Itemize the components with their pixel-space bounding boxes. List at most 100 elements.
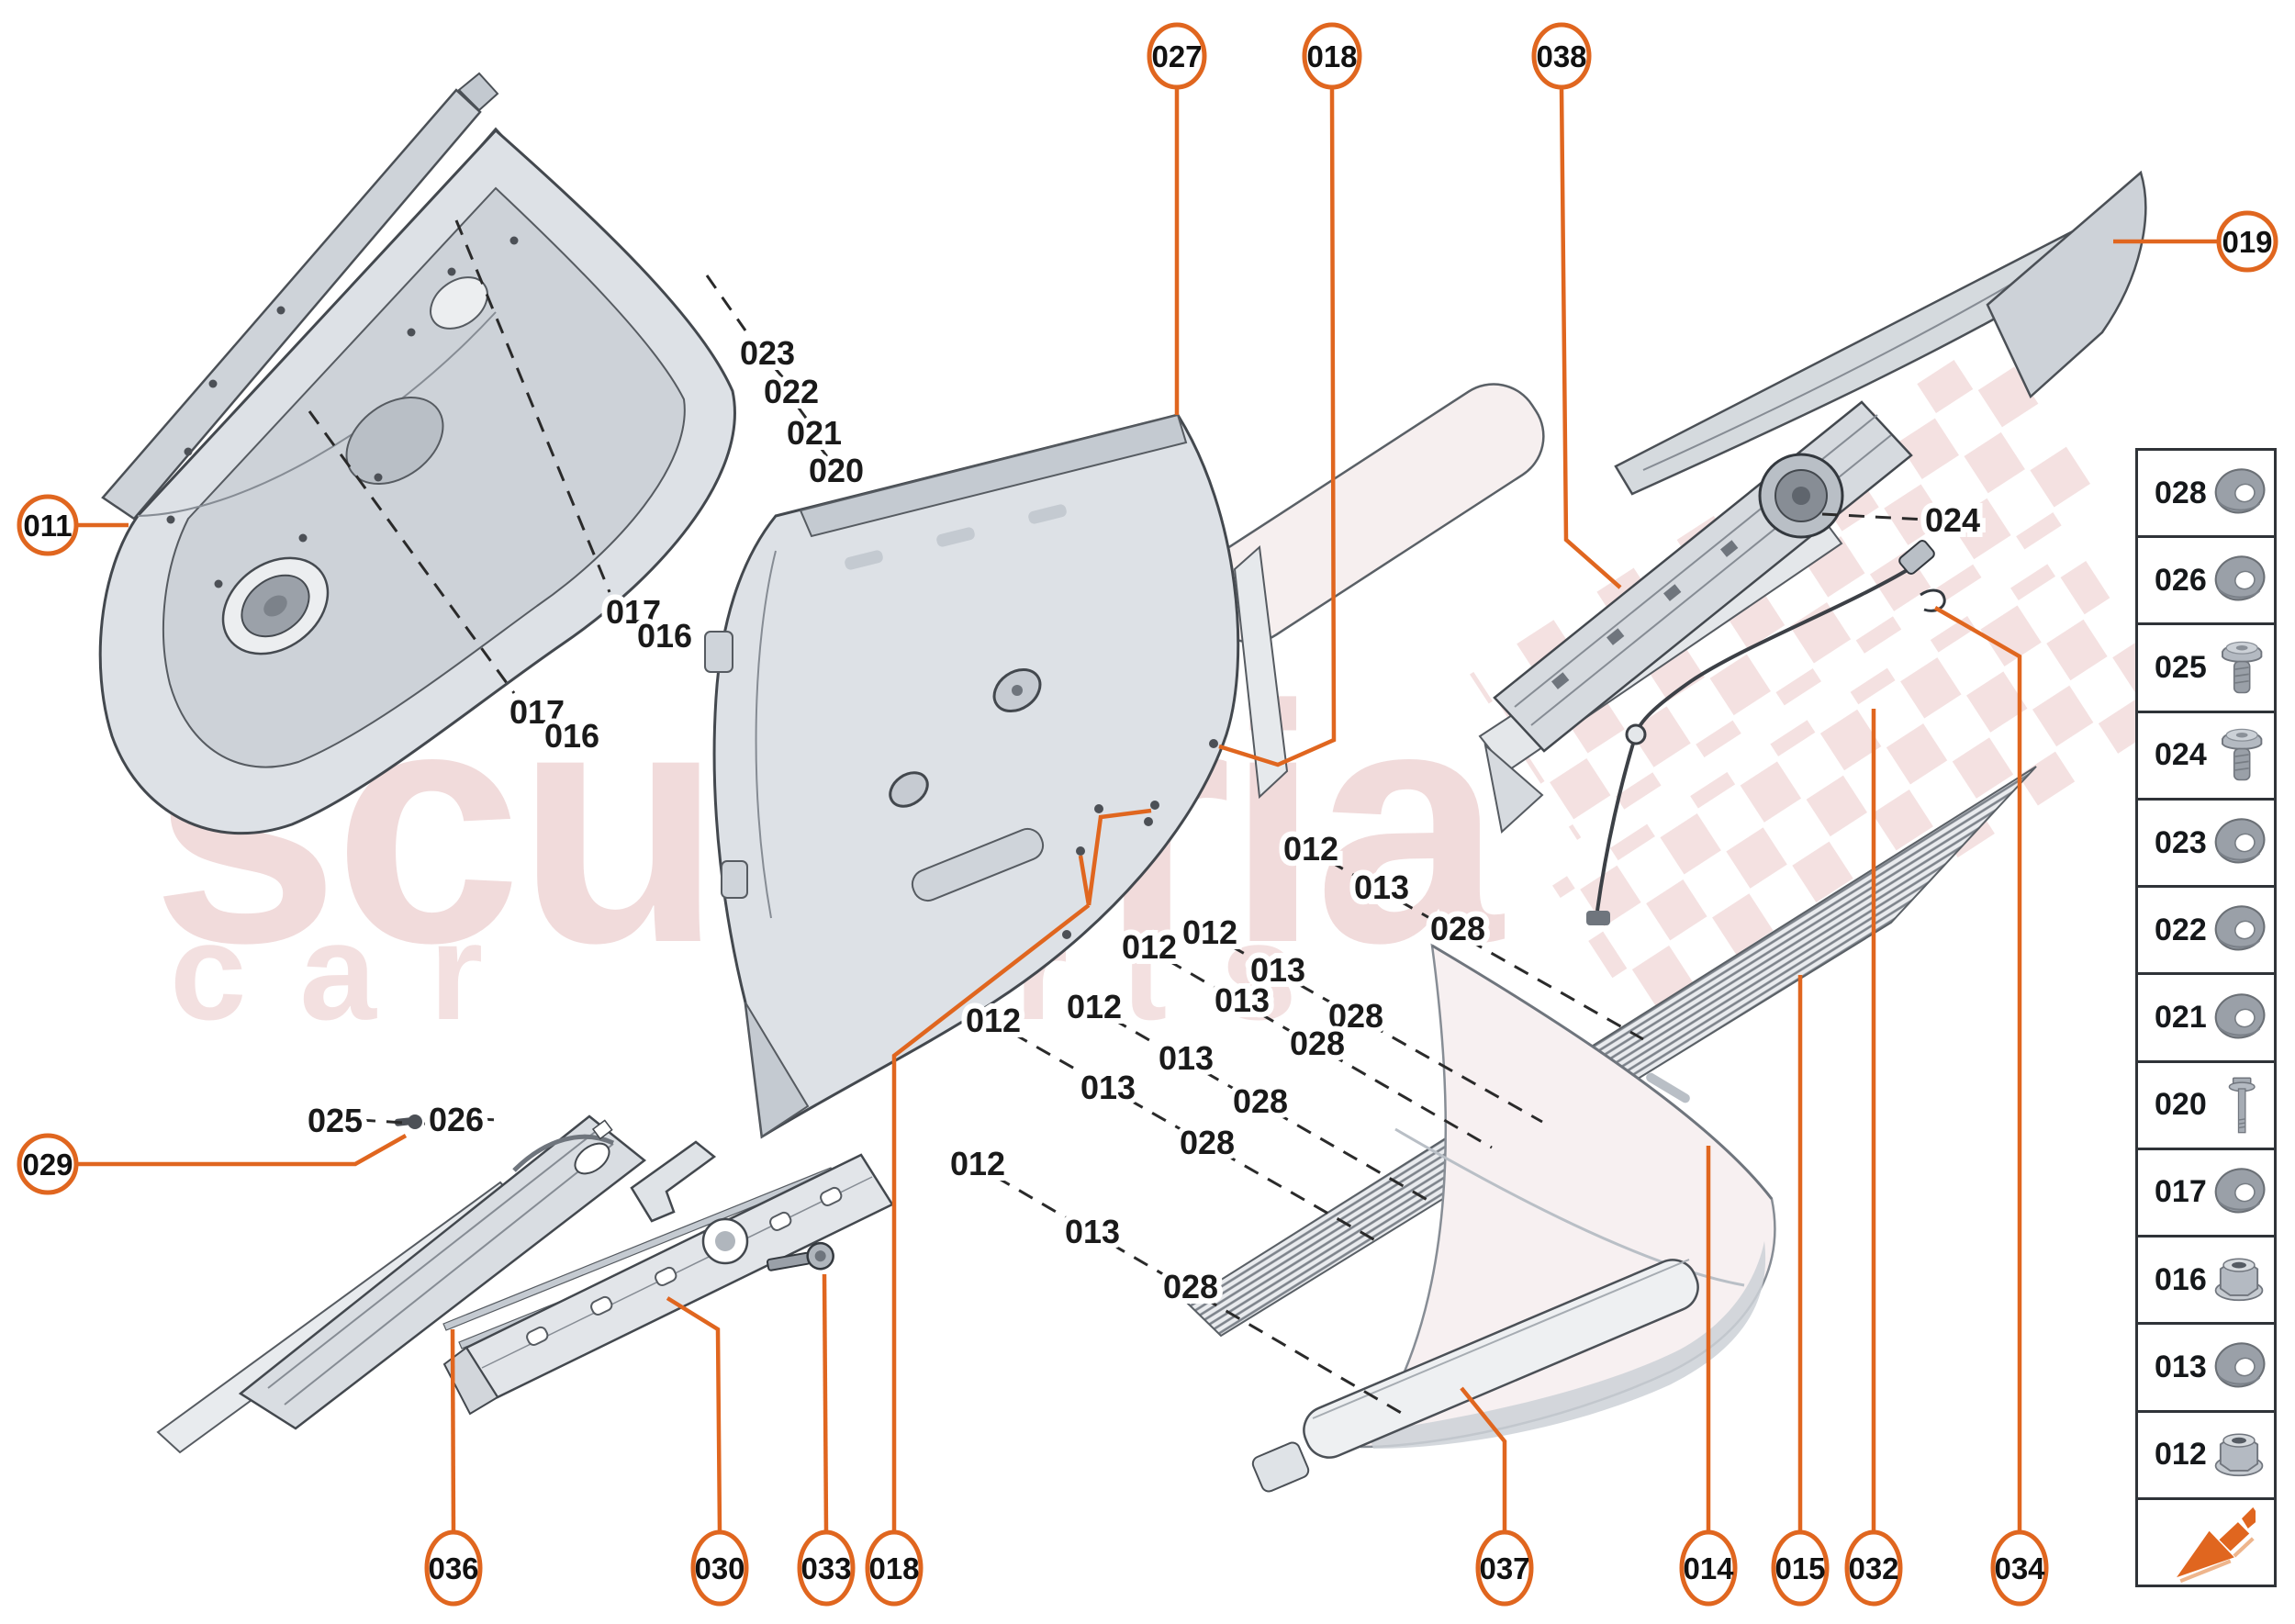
badge-leader-line — [822, 1273, 829, 1533]
part-badge[interactable]: 033 — [797, 1273, 856, 1607]
part-mounting-bracket[interactable] — [442, 1153, 894, 1416]
legend-row[interactable]: 021 — [2138, 975, 2274, 1063]
part-number-callout[interactable]: 013 — [1209, 976, 1275, 1025]
part-bolt[interactable] — [766, 1241, 835, 1278]
legend-row[interactable]: 020 — [2138, 1063, 2274, 1150]
part-number-callout[interactable]: 022 — [758, 367, 824, 416]
part-number-callout[interactable]: 023 — [734, 329, 800, 377]
badge-number: 038 — [1536, 39, 1586, 73]
part-number-callout[interactable]: 013 — [1075, 1063, 1141, 1112]
part-number-callout[interactable]: 013 — [1245, 946, 1311, 994]
part-hatched-trim-panel[interactable] — [1184, 766, 2037, 1338]
part-number-callout[interactable]: 017 — [600, 588, 666, 636]
part-number-callout[interactable]: 017 — [504, 688, 570, 736]
part-badge[interactable]: 038 — [1531, 22, 1622, 589]
legend-row[interactable]: 023 — [2138, 801, 2274, 889]
legend-row[interactable]: 024 — [2138, 713, 2274, 801]
part-number-callout[interactable]: 012 — [1116, 923, 1182, 971]
part-number-callout[interactable]: 028 — [1425, 904, 1491, 953]
part-badge[interactable]: 030 — [666, 1296, 749, 1607]
part-number-callout[interactable]: 021 — [781, 409, 847, 457]
dashed-leader-line — [1328, 859, 1644, 1041]
legend-part-number: 024 — [2155, 737, 2207, 773]
legend-row[interactable]: 025 — [2138, 625, 2274, 713]
part-badge[interactable]: 014 — [1679, 1146, 1738, 1607]
part-number-callout[interactable]: 028 — [1284, 1019, 1350, 1068]
badge-leader-line — [666, 1296, 722, 1533]
part-door-frame-speaker[interactable] — [1478, 400, 1946, 925]
legend-part-number: 022 — [2155, 912, 2207, 947]
part-number-callout[interactable]: 026 — [423, 1095, 489, 1144]
part-pillar-trim-cluster[interactable] — [156, 1114, 894, 1454]
part-number-callout[interactable]: 020 — [803, 446, 869, 495]
part-number-callout[interactable]: 028 — [1174, 1118, 1240, 1167]
part-badge[interactable]: 032 — [1844, 709, 1903, 1607]
part-number-callout[interactable]: 012 — [960, 996, 1026, 1045]
legend-row[interactable] — [2138, 1500, 2274, 1585]
badge-circle — [1844, 1529, 1903, 1607]
part-badge[interactable]: 036 — [424, 1328, 483, 1607]
part-badge[interactable]: 015 — [1771, 975, 1830, 1607]
fastener-legend: 028 — [2135, 448, 2277, 1587]
legend-row[interactable]: 028 — [2138, 451, 2274, 539]
part-badge[interactable]: 018 — [865, 903, 1091, 1607]
badge-circle — [1679, 1529, 1738, 1607]
door-fastener-dots — [166, 236, 519, 588]
legend-row[interactable]: 016 — [2138, 1238, 2274, 1326]
part-badge[interactable]: 011 — [17, 494, 129, 556]
badge-circle — [1147, 22, 1207, 90]
dashed-leader-line — [796, 406, 810, 421]
part-number-callout[interactable]: 016 — [632, 611, 698, 660]
legend-row[interactable]: 012 — [2138, 1413, 2274, 1500]
part-number-callout[interactable]: 016 — [539, 711, 605, 760]
legend-part-number: 017 — [2155, 1174, 2207, 1210]
part-number-callout[interactable]: 013 — [1349, 863, 1415, 912]
part-number-callout[interactable]: 012 — [1278, 824, 1344, 873]
part-sill-trim-strip[interactable] — [1250, 1252, 1705, 1494]
part-badge[interactable]: 034 — [1933, 606, 2049, 1607]
screw-icon — [2221, 728, 2263, 781]
bolt-icon — [2228, 1077, 2256, 1134]
legend-row[interactable]: 013 — [2138, 1325, 2274, 1413]
exploded-view-arrow-icon — [2177, 1506, 2256, 1584]
part-number-callout[interactable]: 013 — [1153, 1034, 1219, 1082]
part-badge[interactable]: 037 — [1460, 1386, 1534, 1607]
badge-circle — [1990, 1529, 2049, 1607]
badge-number: 014 — [1683, 1551, 1734, 1585]
flanged-nut-icon — [2214, 1433, 2264, 1476]
legend-row[interactable]: 026 — [2138, 538, 2274, 626]
part-door-shell[interactable] — [704, 366, 1562, 1139]
cable-clip — [1920, 588, 1946, 612]
legend-row[interactable]: 022 — [2138, 888, 2274, 976]
part-number-callout[interactable]: 013 — [1059, 1207, 1125, 1256]
part-badge[interactable]: 029 — [17, 1133, 408, 1195]
part-badge[interactable]: 018 — [1218, 22, 1362, 767]
part-badge[interactable]: 027 — [1147, 22, 1207, 415]
part-number-callout[interactable]: 028 — [1323, 991, 1389, 1040]
fastener-dot — [1209, 739, 1218, 748]
part-number-callout[interactable]: 012 — [945, 1139, 1011, 1188]
badge-number: 032 — [1848, 1551, 1898, 1585]
part-number-callout[interactable]: 028 — [1158, 1262, 1224, 1311]
badge-circle — [2216, 210, 2278, 273]
legend-part-number: 023 — [2155, 824, 2207, 860]
part-door-outer-skin[interactable] — [1360, 943, 1776, 1449]
part-window-frame-trim[interactable] — [1614, 170, 2147, 496]
badge-circle — [797, 1529, 856, 1607]
dashed-leader-line — [705, 274, 747, 331]
part-badge[interactable]: 019 — [2113, 210, 2278, 273]
part-number-callout[interactable]: 012 — [1177, 908, 1243, 957]
badge-leader-line — [891, 903, 1091, 1532]
accent-leader-line — [1078, 855, 1092, 906]
part-number-callout[interactable]: 012 — [1061, 982, 1127, 1031]
badge-number: 018 — [1306, 39, 1357, 73]
part-door-assembly-complete[interactable] — [98, 72, 736, 835]
legend-row[interactable]: 017 — [2138, 1150, 2274, 1238]
part-number-callout[interactable]: 025 — [302, 1096, 368, 1145]
badge-number: 011 — [23, 509, 72, 543]
part-number-callout[interactable]: 028 — [1227, 1077, 1293, 1126]
dashed-leader-line — [359, 1118, 405, 1125]
part-number-callout[interactable]: 024 — [1920, 496, 1986, 544]
